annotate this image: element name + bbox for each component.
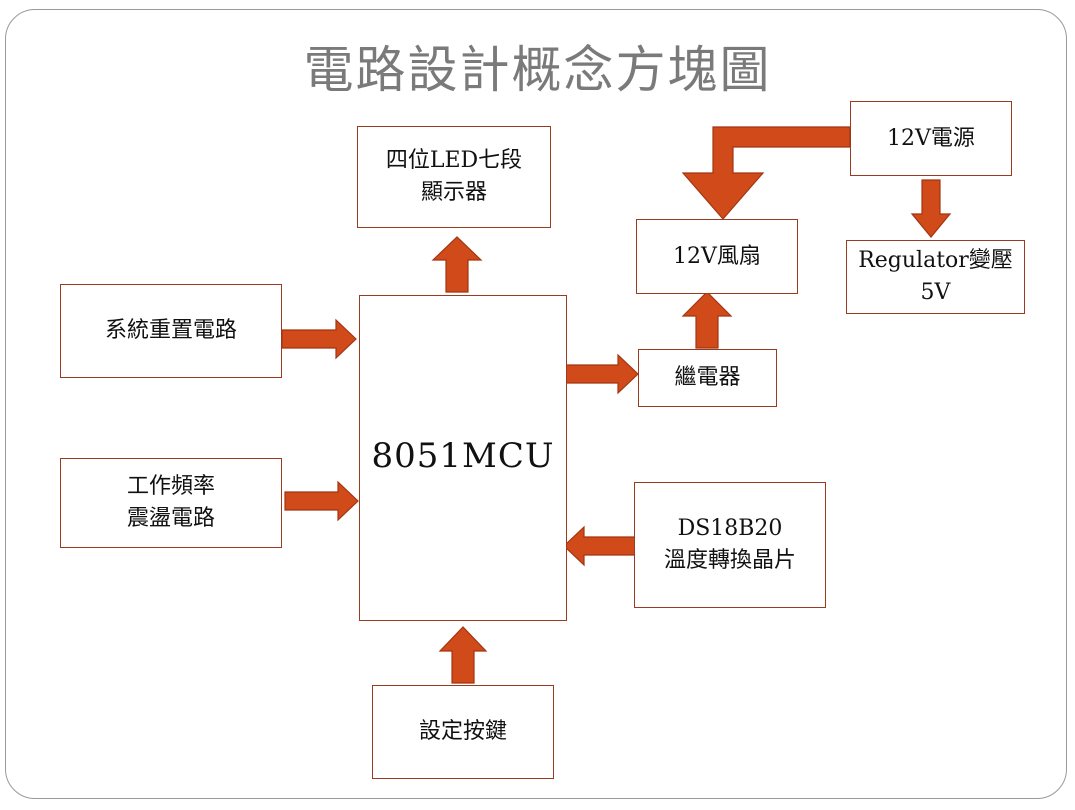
arrow-power-to-fan (681, 126, 851, 220)
regulator-label-line2: 5V (920, 280, 951, 305)
display-label-line1: 四位LED七段 (385, 148, 523, 174)
reset-circuit-block: 系統重置電路 (60, 284, 282, 378)
keys-block: 設定按鍵 (372, 685, 554, 779)
arrow-mcu-to-relay (563, 353, 639, 395)
arrow-reset-to-mcu (281, 318, 357, 360)
relay-label: 繼電器 (674, 365, 741, 391)
arrow-osc-to-mcu (284, 480, 359, 522)
keys-label: 設定按鍵 (418, 719, 507, 745)
oscillator-label-line1: 工作頻率 (126, 474, 215, 500)
oscillator-block: 工作頻率 震盪電路 (60, 458, 282, 548)
page-title: 電路設計概念方塊圖 (303, 41, 772, 99)
power-label: 12V電源 (887, 125, 975, 151)
arrow-keys-to-mcu (438, 626, 488, 684)
arrow-power-to-regulator (910, 179, 952, 238)
regulator-label-line1: Regulator變壓 (858, 248, 1013, 274)
sensor-label-line2: 溫度轉換晶片 (663, 548, 796, 573)
sensor-label-line1: DS18B20 (677, 516, 783, 542)
display-block: 四位LED七段 顯示器 (357, 126, 551, 228)
reset-circuit-label: 系統重置電路 (104, 318, 237, 344)
power-block: 12V電源 (850, 101, 1012, 176)
fan-label: 12V風扇 (673, 243, 761, 269)
fan-block: 12V風扇 (636, 219, 798, 294)
relay-block: 繼電器 (638, 349, 777, 407)
arrow-sensor-to-mcu (563, 525, 639, 567)
arrow-relay-to-fan (681, 291, 733, 349)
sensor-block: DS18B20 溫度轉換晶片 (634, 482, 826, 608)
mcu-label: 8051MCU (371, 436, 555, 476)
oscillator-label-line2: 震盪電路 (126, 506, 215, 531)
display-label-line2: 顯示器 (420, 180, 487, 205)
regulator-block: Regulator變壓 5V (846, 240, 1025, 314)
mcu-block: 8051MCU (359, 295, 567, 621)
arrow-mcu-to-display (431, 236, 483, 293)
